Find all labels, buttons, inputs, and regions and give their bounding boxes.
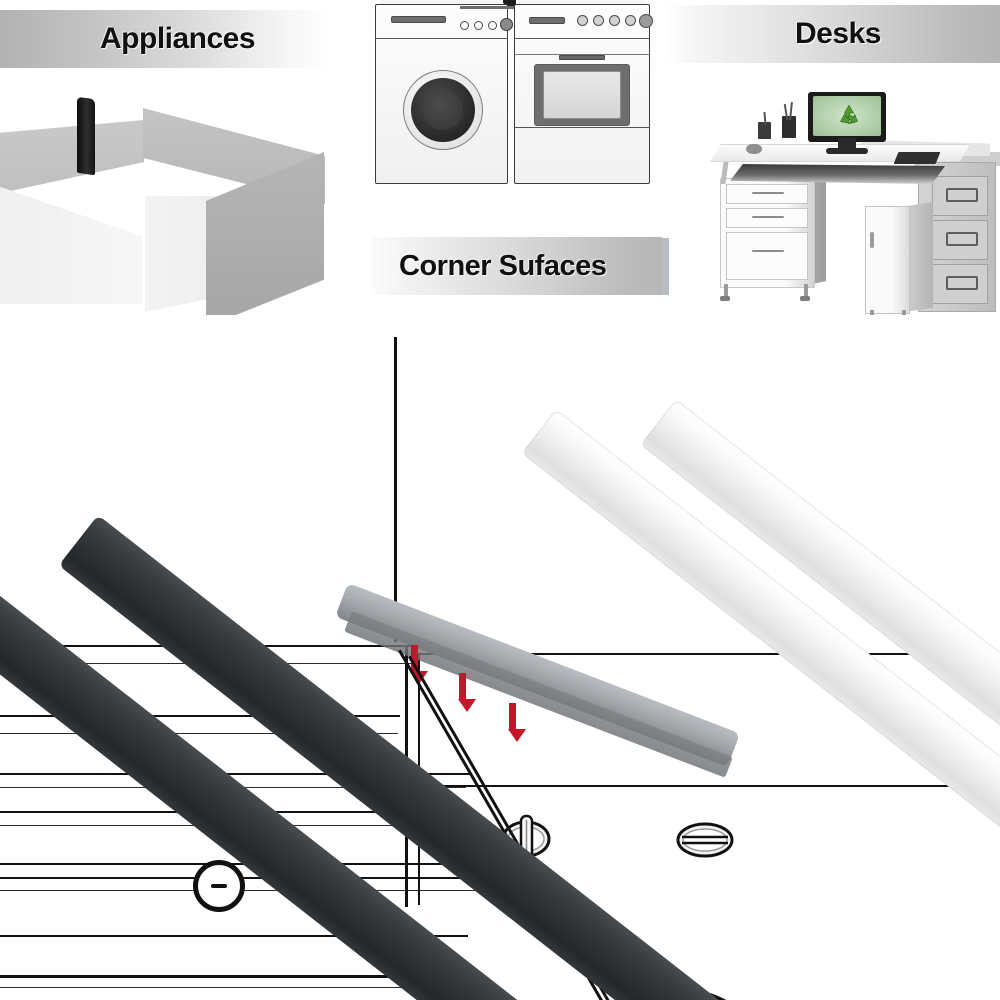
desk-cabinet-foot-1	[870, 310, 874, 315]
banner-corner-surfaces-label: Corner Sufaces	[399, 249, 607, 282]
stove-knob-right-icon[interactable]	[674, 815, 736, 865]
washer-door-inner	[423, 90, 463, 130]
insert-arrow-3-head	[508, 729, 526, 742]
appliances-illustration	[363, 0, 653, 192]
desk-pen-cup-small	[758, 122, 771, 139]
insert-arrow-1-shaft	[411, 645, 418, 671]
desk-pen-3	[763, 111, 767, 126]
desk-monitor-stand	[838, 138, 856, 150]
stove-knob-4	[625, 15, 636, 26]
desk-pen-cup	[782, 116, 796, 138]
washer-dial-1	[460, 21, 469, 30]
stove-front-line-5	[0, 863, 480, 865]
desk-monitor-base	[826, 148, 868, 154]
banner-appliances: Appliances	[0, 10, 330, 68]
corner-surface-illustration	[0, 76, 325, 315]
cooktop-line-bottom	[430, 785, 1000, 787]
desk-drawer-2	[726, 208, 808, 228]
box-top-left-face	[0, 120, 144, 195]
feature-collage-strip: Appliances Desks Corner Sufaces	[0, 0, 1000, 315]
stove-knob-3	[609, 15, 620, 26]
desk-foot-left-1	[724, 284, 728, 298]
stove-divider-1	[514, 38, 650, 39]
stove-divider-2	[514, 54, 650, 55]
desk-mouse-icon	[746, 144, 762, 154]
stove-knob-1	[577, 15, 588, 26]
box-front-left-face	[0, 184, 144, 304]
desk-illustration	[700, 78, 1000, 315]
desk-caster-1	[720, 296, 730, 301]
desk-foot-left-2	[804, 284, 808, 298]
corner-guard-icon	[77, 96, 95, 176]
drawer-line-2	[0, 975, 476, 978]
stove-display-slot	[529, 17, 565, 24]
box-corner-seam	[142, 186, 145, 312]
drawer-line-1	[0, 935, 468, 937]
appliance-gap-icon	[503, 0, 516, 6]
desk-caster-2	[800, 296, 810, 301]
desk-pedestal-handle-2	[946, 232, 978, 246]
banner-desks-label: Desks	[795, 17, 881, 50]
washer-display-slot	[391, 16, 446, 23]
washer-dial-2	[474, 21, 483, 30]
desk-drawer-handle-2	[752, 216, 784, 218]
stove-front-line-1	[0, 773, 470, 775]
desk-laptop-icon	[893, 152, 941, 164]
stove-knob-2	[593, 15, 604, 26]
cooktop-line-top	[418, 653, 1000, 655]
desk-drawer-1	[726, 184, 808, 204]
stove-knob-5	[639, 14, 653, 28]
main-installation-illustration	[0, 315, 1000, 1000]
washer-control-divider	[375, 38, 508, 39]
counter-line-3	[0, 715, 400, 717]
drawer-line-3	[0, 987, 476, 989]
washer-top-bar	[460, 6, 515, 9]
recycle-logo-icon	[840, 104, 858, 124]
desk-drawer-handle-3	[752, 250, 784, 252]
backsplash-edge-line	[394, 337, 397, 642]
washer-dial-3	[488, 21, 497, 30]
desk-drawer-handle-1	[752, 192, 784, 194]
desk-keyboard-tray	[730, 164, 945, 184]
desk-cabinet-door	[865, 206, 910, 314]
counter-line-4	[0, 733, 398, 735]
insert-arrow-2-head	[458, 699, 476, 712]
stove-oven-handle	[559, 55, 605, 60]
desk-pedestal-handle-1	[946, 188, 978, 202]
insert-arrow-2	[458, 673, 476, 712]
banner-desks: Desks	[662, 5, 1000, 63]
insert-arrow-2-shaft	[459, 673, 466, 699]
banner-appliances-label: Appliances	[100, 22, 256, 55]
desk-pedestal-handle-3	[946, 276, 978, 290]
desk-cabinet-foot-2	[902, 310, 906, 315]
banner-corner-surfaces: Corner Sufaces	[372, 237, 662, 295]
insert-arrow-3-shaft	[509, 703, 516, 729]
desk-drawer-3	[726, 232, 808, 280]
desk-cabinet-handle	[870, 232, 874, 248]
insert-arrow-3	[508, 703, 526, 742]
washer-dial-4	[500, 18, 513, 31]
stove-control-knob[interactable]	[193, 860, 245, 912]
stove-oven-window	[543, 71, 621, 119]
desk-pedestal-drawer-1	[932, 176, 988, 216]
stove-divider-3	[514, 127, 650, 128]
stove-control-knob-indicator	[211, 884, 227, 888]
